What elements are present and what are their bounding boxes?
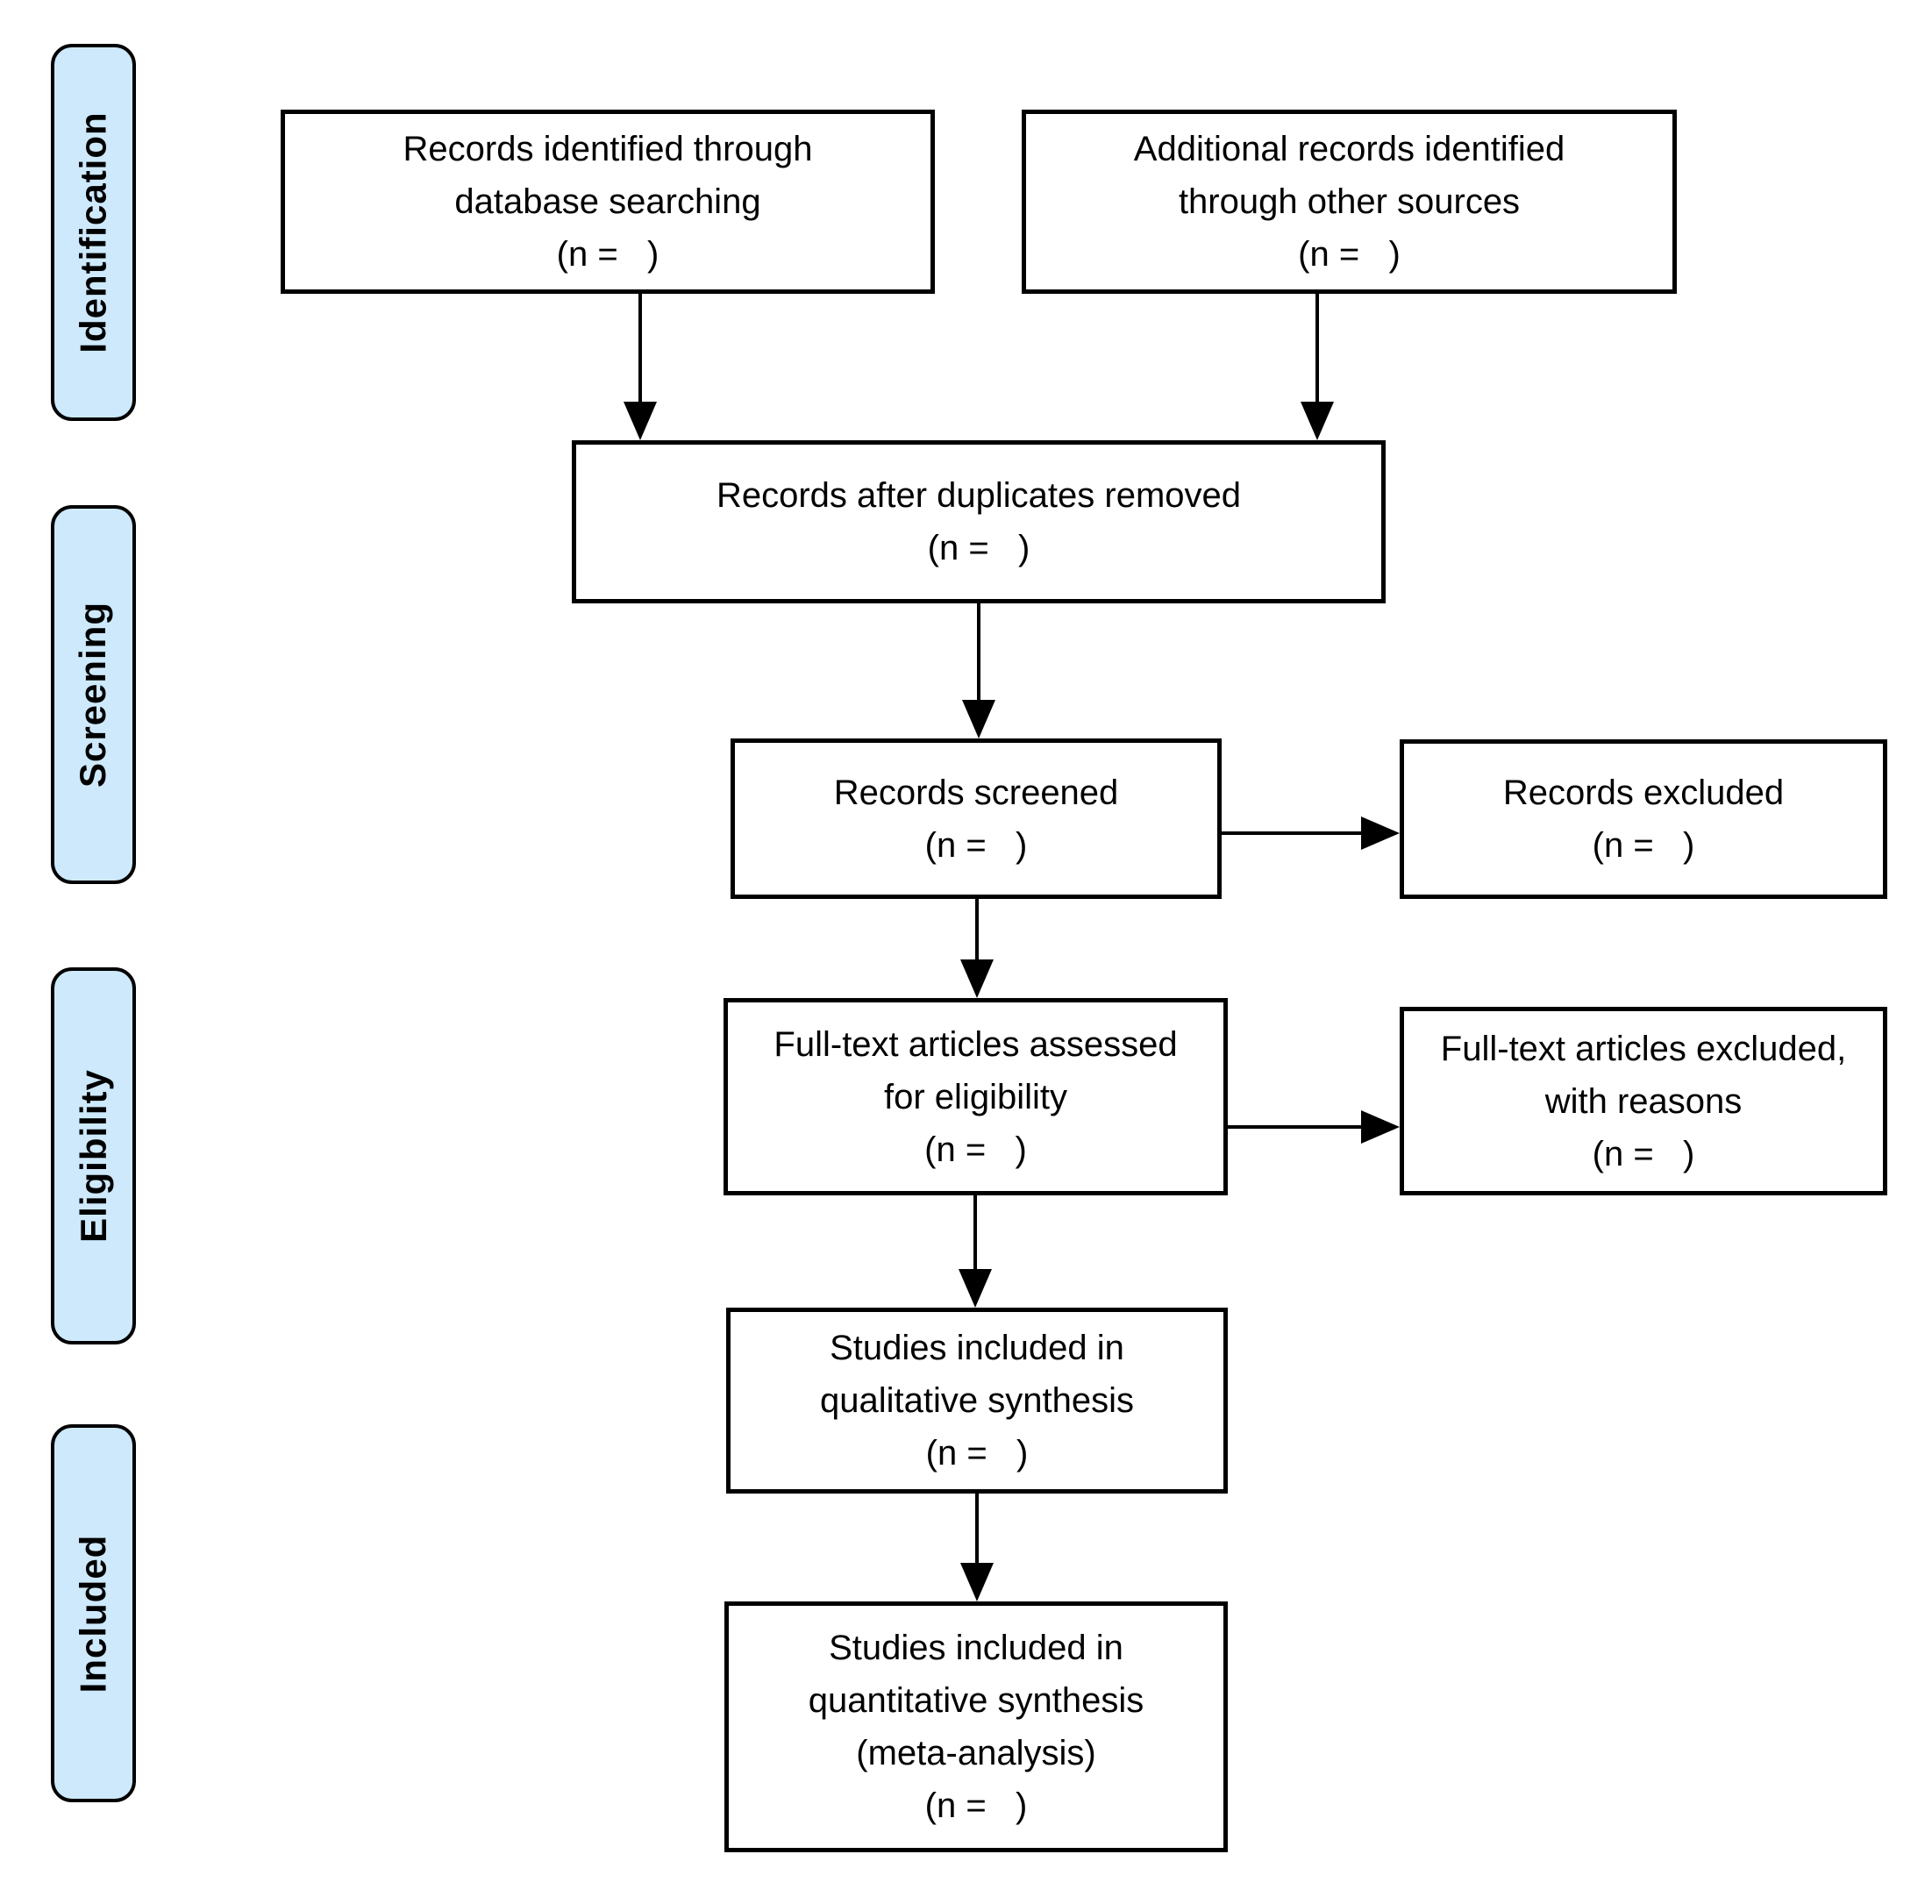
arrow-line-duplicates-to-screened — [977, 603, 980, 702]
arrowhead-fulltext-to-excluded — [1361, 1110, 1400, 1144]
arrow-line-screened-to-fulltext — [975, 899, 979, 961]
stage-label-identification: Identification — [72, 111, 114, 353]
arrowhead-duplicates-to-screened — [962, 700, 995, 738]
box-duplicates-removed-text: Records after duplicates removed (n = ) — [716, 476, 1242, 567]
box-fulltext-assessed-text: Full-text articles assessed for eligibil… — [774, 1024, 1178, 1169]
stage-tab-included: Included — [51, 1424, 136, 1802]
box-records-excluded: Records excluded (n = ) — [1400, 739, 1887, 899]
arrow-line-fulltext-to-excluded — [1228, 1125, 1363, 1129]
arrowhead-additional-to-duplicates — [1301, 402, 1334, 440]
box-fulltext-excluded: Full-text articles excluded, with reason… — [1400, 1007, 1887, 1195]
arrowhead-fulltext-to-qualitative — [959, 1269, 992, 1308]
box-additional-records: Additional records identified through ot… — [1022, 110, 1677, 294]
stage-tab-eligibility: Eligibility — [51, 967, 136, 1344]
box-fulltext-assessed: Full-text articles assessed for eligibil… — [724, 998, 1228, 1195]
stage-tab-identification: Identification — [51, 44, 136, 421]
box-additional-records-text: Additional records identified through ot… — [1133, 130, 1565, 274]
box-quantitative-synthesis: Studies included in quantitative synthes… — [724, 1601, 1228, 1852]
stage-label-eligibility: Eligibility — [72, 1069, 114, 1243]
box-records-screened-text: Records screened (n = ) — [833, 773, 1119, 865]
arrow-line-additional-to-duplicates — [1315, 294, 1319, 403]
arrow-line-identified-to-duplicates — [638, 294, 642, 403]
arrow-line-screened-to-excluded — [1222, 831, 1363, 835]
arrowhead-screened-to-excluded — [1361, 817, 1400, 850]
box-records-identified-text: Records identified through database sear… — [403, 130, 813, 274]
box-records-excluded-text: Records excluded (n = ) — [1502, 774, 1785, 865]
box-records-screened: Records screened (n = ) — [731, 738, 1222, 899]
stage-tab-screening: Screening — [51, 505, 136, 884]
box-qualitative-synthesis-text: Studies included in qualitative synthesi… — [820, 1329, 1134, 1473]
box-duplicates-removed: Records after duplicates removed (n = ) — [572, 440, 1386, 603]
arrow-line-fulltext-to-qualitative — [973, 1195, 977, 1271]
box-qualitative-synthesis: Studies included in qualitative synthesi… — [726, 1308, 1228, 1494]
arrowhead-screened-to-fulltext — [960, 959, 994, 998]
stage-label-included: Included — [72, 1534, 114, 1693]
box-records-identified: Records identified through database sear… — [281, 110, 935, 294]
box-fulltext-excluded-text: Full-text articles excluded, with reason… — [1440, 1029, 1847, 1173]
stage-label-screening: Screening — [72, 601, 114, 788]
arrow-line-qualitative-to-quantitative — [975, 1494, 979, 1565]
arrowhead-identified-to-duplicates — [624, 402, 657, 440]
arrowhead-qualitative-to-quantitative — [960, 1563, 994, 1601]
box-quantitative-synthesis-text: Studies included in quantitative synthes… — [808, 1629, 1144, 1825]
